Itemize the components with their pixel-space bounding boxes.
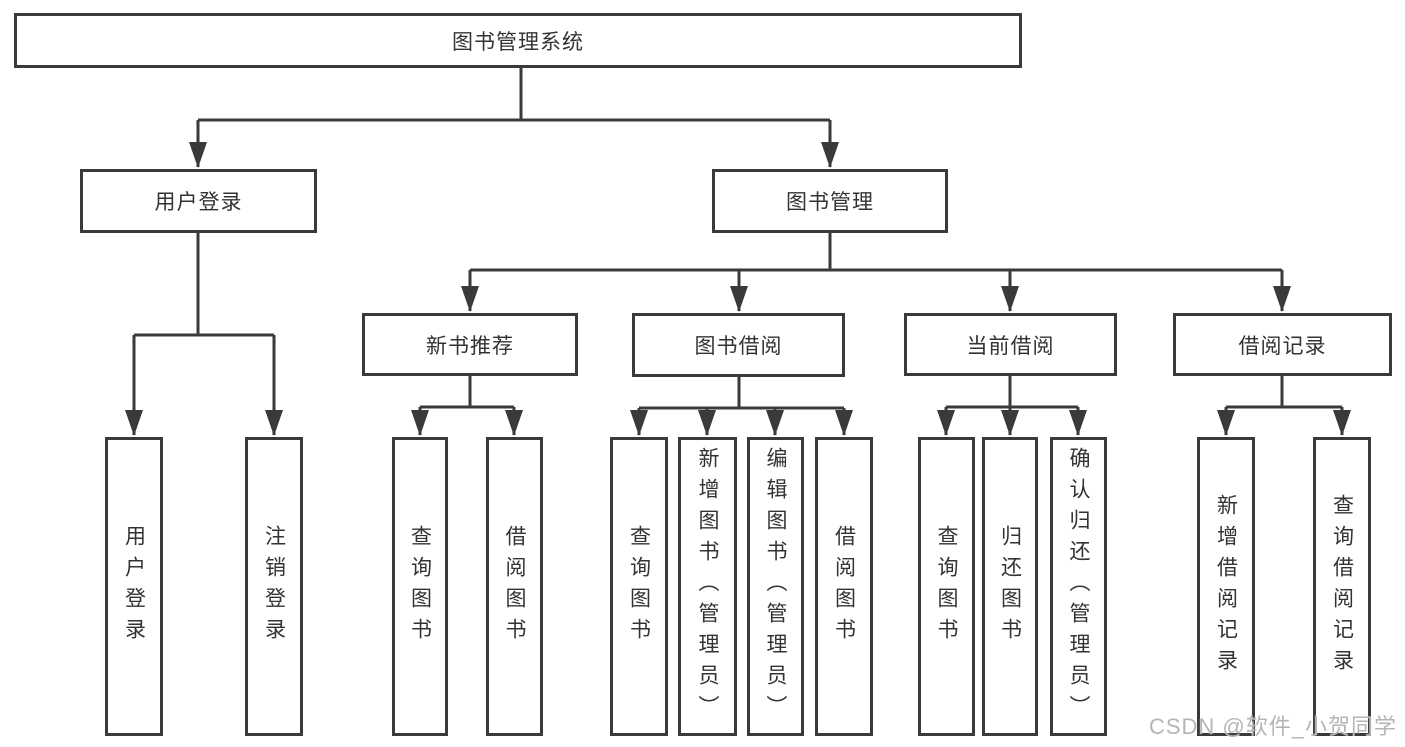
connector-book-borrow-to-leaves [630,377,853,436]
leaf-user-login-label: 用户登录 [122,524,146,649]
csdn-watermark: CSDN @软件_小贺同学 [1148,714,1397,739]
connector-current-borrow-to-leaves [937,376,1087,436]
leaf-edit-books-admin-label: 编辑图书（管理员） [764,447,787,726]
leaf-query-books-current-label: 查询图书 [935,524,958,649]
leaf-return-books: 归还图书 [982,437,1038,736]
leaf-add-books-admin-label: 新增图书（管理员） [696,447,719,726]
leaf-query-books-borrow-label: 查询图书 [627,524,651,649]
leaf-borrow-books: 借阅图书 [815,437,873,736]
leaf-borrow-books-recommend: 借阅图书 [486,437,543,736]
node-user-login: 用户登录 [80,169,317,233]
leaf-add-books-admin: 新增图书（管理员） [678,437,737,736]
leaf-query-books-current: 查询图书 [918,437,975,736]
leaf-query-borrow-record-label: 查询借阅记录 [1330,493,1354,680]
leaf-borrow-books-recommend-label: 借阅图书 [503,524,526,649]
leaf-add-borrow-record-label: 新增借阅记录 [1214,493,1238,680]
leaf-return-books-label: 归还图书 [998,524,1022,649]
leaf-confirm-return-admin: 确认归还（管理员） [1050,437,1107,736]
leaf-query-borrow-record: 查询借阅记录 [1313,437,1371,736]
leaf-edit-books-admin: 编辑图书（管理员） [747,437,804,736]
connector-root-to-level2 [189,68,839,168]
leaf-user-login: 用户登录 [105,437,163,736]
leaf-borrow-books-label: 借阅图书 [832,524,856,649]
node-book-management: 图书管理 [712,169,948,233]
leaf-query-books-recommend-label: 查询图书 [408,524,432,649]
connector-borrow-records-to-leaves [1217,376,1351,436]
leaf-logout: 注销登录 [245,437,303,736]
leaf-query-books-recommend: 查询图书 [392,437,448,736]
leaf-logout-label: 注销登录 [262,524,286,649]
node-new-book-recommend: 新书推荐 [362,313,578,376]
connector-book-mgmt-to-level3 [461,233,1291,312]
node-root-library-system: 图书管理系统 [14,13,1022,68]
leaf-confirm-return-admin-label: 确认归还（管理员） [1067,447,1090,726]
node-book-borrow: 图书借阅 [632,313,845,377]
connector-new-books-to-leaves [411,376,523,436]
connector-user-login-to-leaves [125,233,283,436]
node-current-borrow: 当前借阅 [904,313,1117,376]
node-borrow-records: 借阅记录 [1173,313,1392,376]
leaf-query-books-borrow: 查询图书 [610,437,668,736]
leaf-add-borrow-record: 新增借阅记录 [1197,437,1255,736]
